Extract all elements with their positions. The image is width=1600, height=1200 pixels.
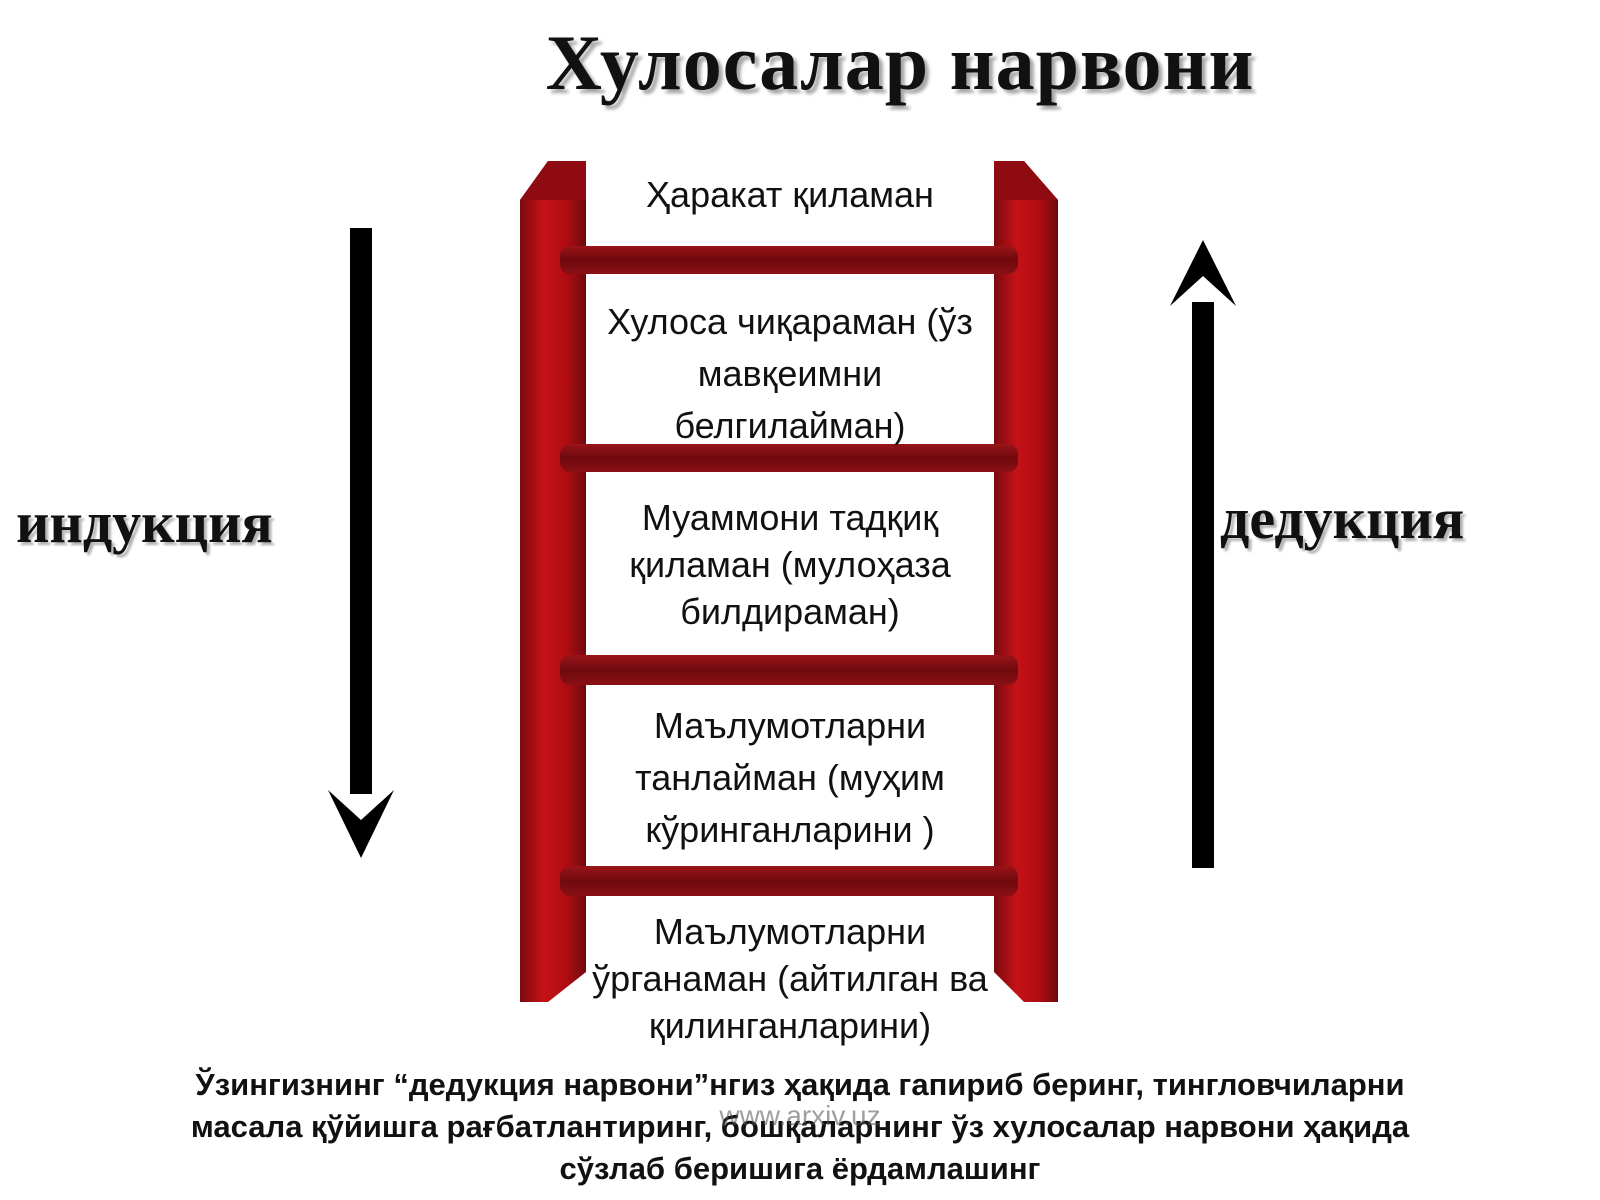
ladder-rung (560, 655, 1018, 685)
watermark: www.arxiv.uz (719, 1100, 881, 1131)
deduction-label: дедукция (1220, 486, 1465, 551)
step-panel (586, 472, 994, 655)
footer-instruction: Ўзингизнинг “дедукция нарвони”нгиз ҳақид… (190, 1067, 1410, 1186)
step-text: Ҳаракат қиламан (646, 174, 934, 215)
arrow-down-icon (328, 228, 394, 858)
step-panel (586, 685, 994, 866)
step-text: Муаммони тадқиқ қиламан (мулоҳаза билдир… (629, 497, 951, 632)
ladder-rung (560, 444, 1018, 472)
ladder-rung (560, 866, 1018, 896)
page-title: Хулосалар нарвони (545, 19, 1255, 106)
ladder-rung (560, 246, 1018, 274)
step-panel (586, 161, 994, 246)
arrow-up-icon (1170, 240, 1236, 868)
ladder-right-rail (994, 161, 1058, 1002)
step-text: Маълумотларни танлайман (муҳим кўринганл… (635, 705, 945, 850)
step-panel (586, 274, 994, 444)
induction-label: индукция (16, 490, 273, 555)
step-panel (586, 896, 994, 972)
step-text: Хулоса чиқараман (ўз мавқеимни белгилайм… (607, 301, 973, 446)
ladder-left-rail (520, 161, 586, 1002)
step-text: Маълумотларни ўрганаман (айтилган ва қил… (592, 911, 988, 1046)
